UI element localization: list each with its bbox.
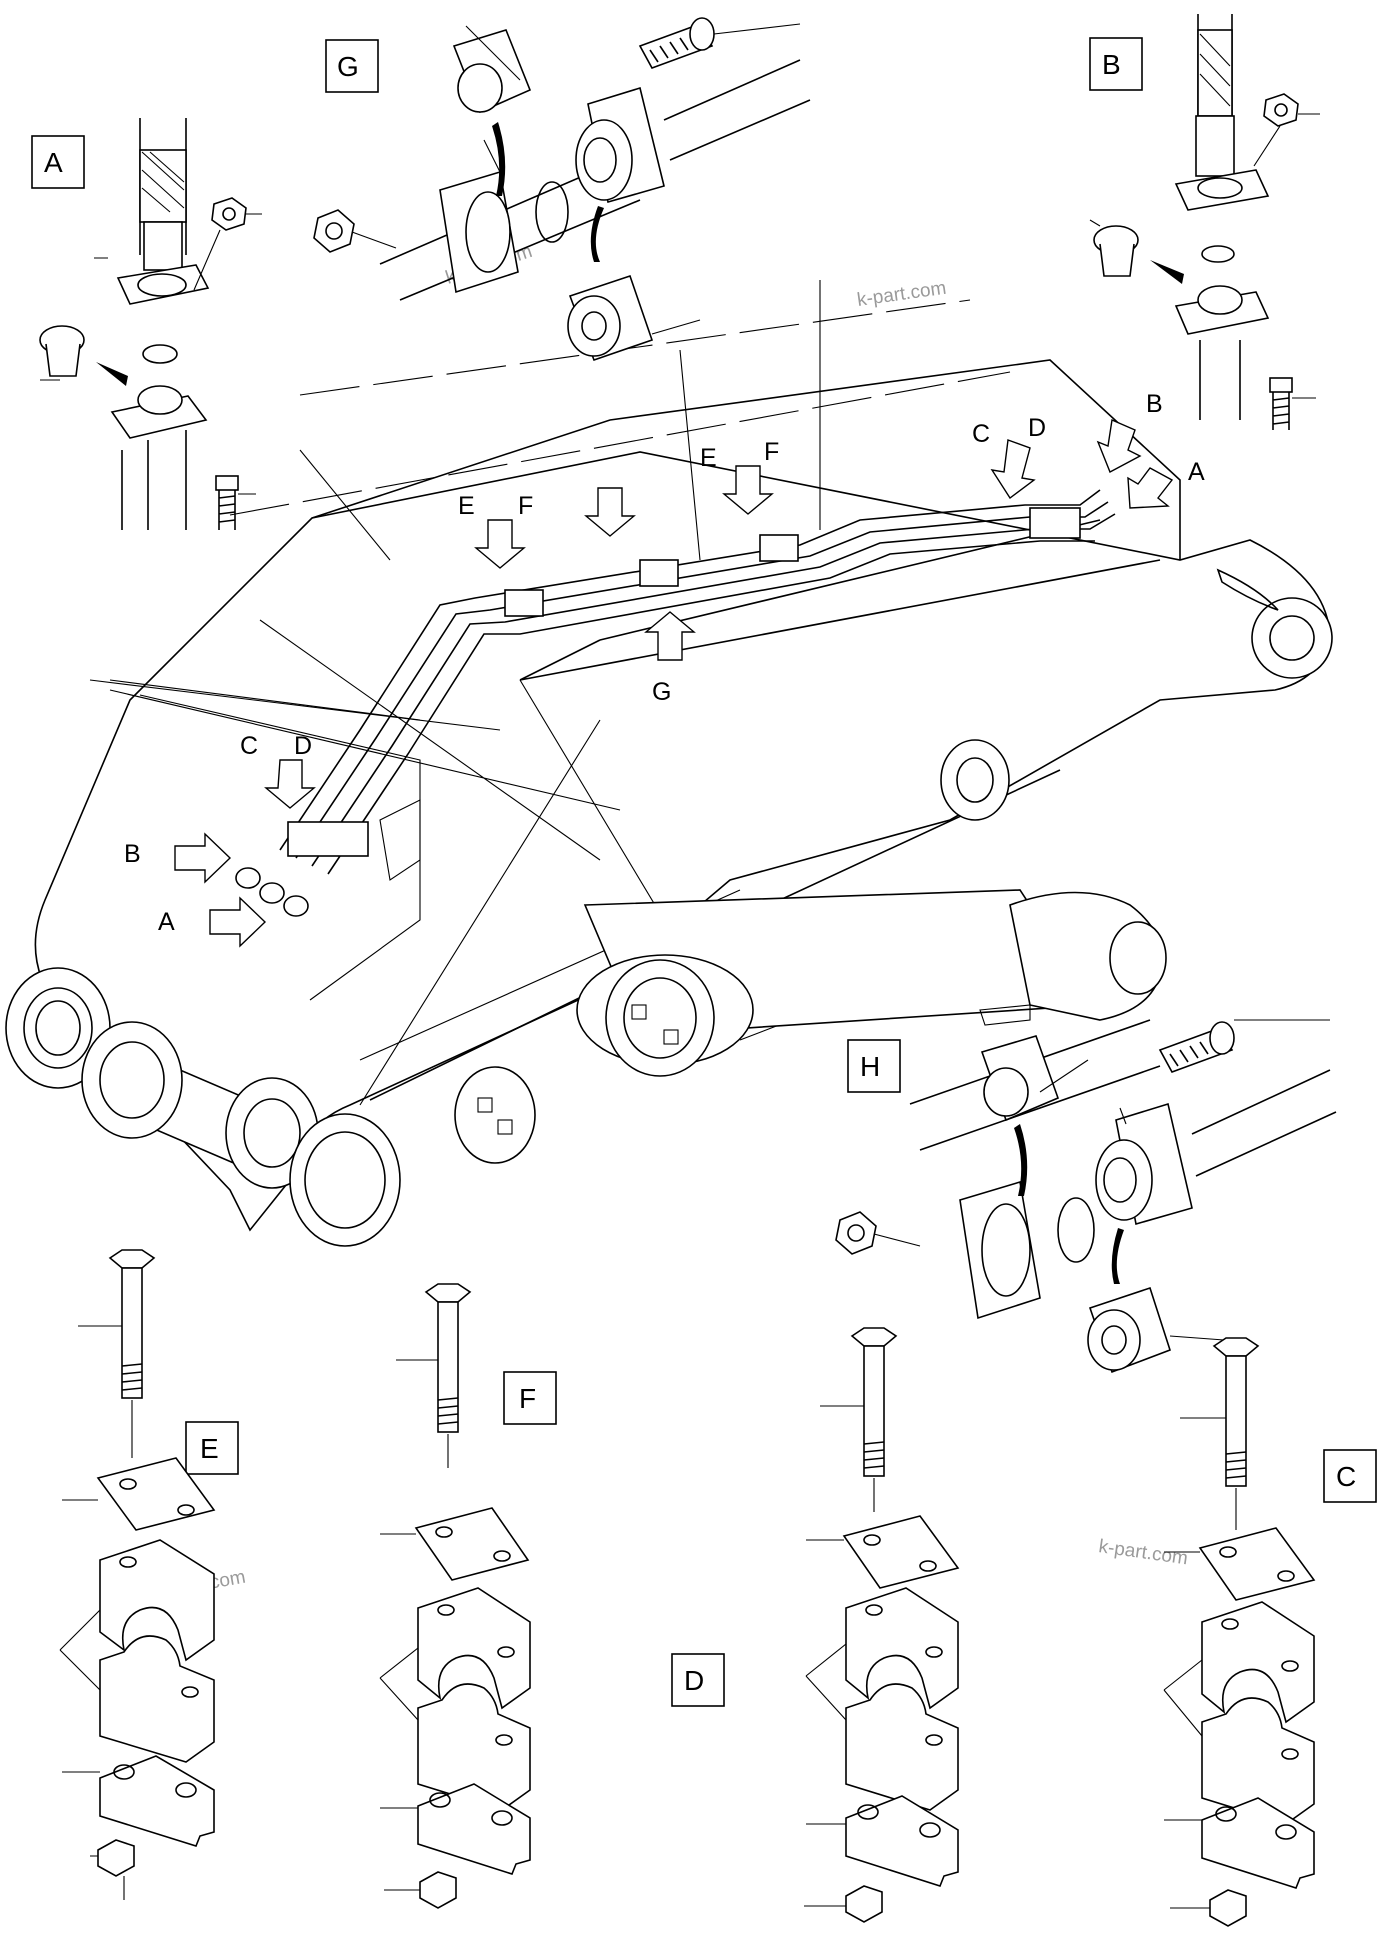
- detail-G-split-flange: [313, 17, 811, 362]
- detail-H-split-flange: [835, 1019, 1337, 1374]
- plug-icon: [1093, 225, 1139, 277]
- nut-icon: [313, 209, 355, 253]
- boom-assembly: [5, 280, 1333, 1247]
- callout-label: F: [764, 438, 779, 466]
- svg-text:F: F: [519, 1383, 536, 1414]
- callout-label: E: [700, 444, 717, 472]
- detail-box-G: G: [325, 39, 379, 93]
- detail-B-hose-flange: [1089, 14, 1320, 430]
- svg-text:E: E: [200, 1433, 219, 1464]
- svg-text:B: B: [1102, 49, 1121, 80]
- callout-label: E: [458, 492, 475, 520]
- callout-label: C: [240, 732, 258, 760]
- detail-box-C: C: [1323, 1449, 1377, 1503]
- nut-icon: [835, 1211, 877, 1255]
- boom-foot: [5, 967, 536, 1247]
- clamp-icon: [59, 1249, 216, 1900]
- callout-label: B: [124, 840, 141, 868]
- svg-text:G: G: [337, 51, 359, 82]
- hydraulic-lines: [235, 489, 1116, 917]
- callout-label: D: [1028, 414, 1046, 442]
- detail-box-H: H: [847, 1039, 901, 1093]
- plug-icon: [1087, 1286, 1171, 1374]
- o-ring-icon: [535, 181, 569, 243]
- clamp-icon: [1163, 1337, 1316, 1927]
- detail-box-A: A: [31, 135, 85, 189]
- plug-icon: [452, 29, 532, 114]
- svg-text:A: A: [44, 147, 63, 178]
- arrow-icon: [174, 418, 1174, 948]
- detail-box-D: D: [671, 1653, 725, 1707]
- bolt-icon: [215, 475, 239, 530]
- clamp-icon: [804, 1327, 960, 1923]
- plug-icon: [39, 325, 85, 377]
- detail-box-E: E: [185, 1421, 239, 1475]
- bolt-icon: [1269, 377, 1293, 430]
- callout-label: D: [294, 732, 312, 760]
- callout-label: A: [1188, 458, 1205, 486]
- nut-icon: [1263, 93, 1299, 127]
- bolt-icon: [638, 17, 715, 69]
- svg-text:H: H: [860, 1051, 880, 1082]
- watermark: k-part.com: [856, 278, 948, 311]
- o-ring-icon: [142, 344, 178, 364]
- plug-icon: [980, 1035, 1060, 1122]
- detail-box-F: F: [503, 1371, 557, 1425]
- callout-label: G: [652, 678, 671, 706]
- svg-text:D: D: [684, 1665, 704, 1696]
- boom-cylinder: [576, 889, 1167, 1077]
- callout-label: F: [518, 492, 533, 520]
- detail-A-hose-flange: [39, 118, 262, 530]
- plug-icon: [567, 274, 654, 362]
- watermark: k-part.com: [1097, 1536, 1189, 1569]
- detail-box-B: B: [1089, 37, 1143, 91]
- callout-label: C: [972, 420, 990, 448]
- o-ring-icon: [1057, 1197, 1095, 1263]
- o-ring-icon: [1201, 245, 1235, 263]
- nut-icon: [211, 197, 247, 231]
- callout-label: B: [1146, 390, 1163, 418]
- callout-label: A: [158, 908, 175, 936]
- svg-text:C: C: [1336, 1461, 1356, 1492]
- clamp-icon: [379, 1283, 531, 1909]
- bolt-icon: [1158, 1021, 1235, 1073]
